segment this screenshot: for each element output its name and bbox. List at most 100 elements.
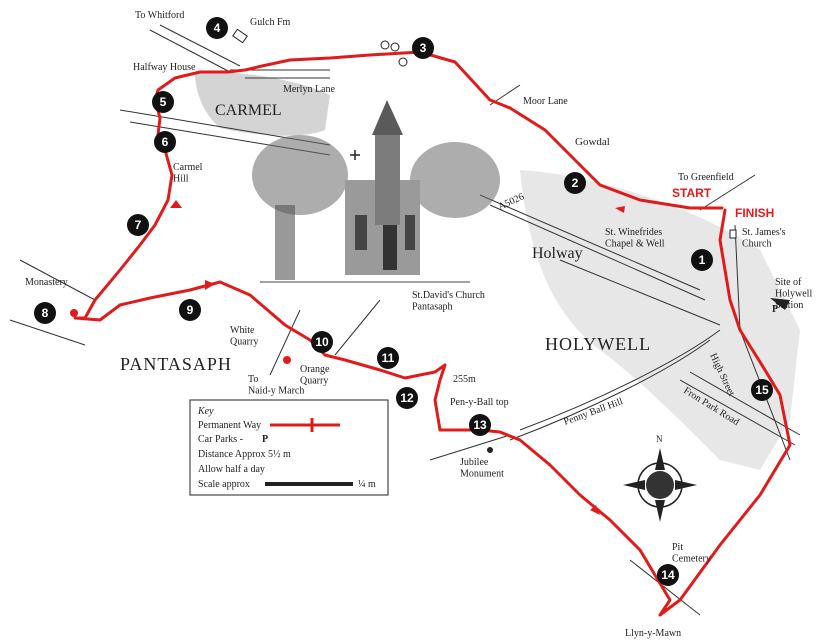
label-holway: Holway bbox=[532, 245, 583, 262]
svg-text:4: 4 bbox=[214, 21, 221, 35]
label-to-whitford: To Whitford bbox=[135, 10, 184, 21]
svg-text:15: 15 bbox=[755, 383, 769, 397]
key-scale: Scale approx bbox=[198, 479, 250, 490]
tree-icon-2 bbox=[390, 42, 400, 52]
car-park-p-station: P bbox=[772, 304, 778, 315]
waypoint-13: 13 bbox=[469, 414, 491, 436]
road-whitford-2 bbox=[159, 24, 241, 67]
label-255m: 255m bbox=[453, 374, 476, 385]
map-key: Key Permanent Way Car Parks - P Distance… bbox=[189, 399, 389, 496]
route-arrow-1 bbox=[170, 200, 182, 208]
farm-building-icon bbox=[232, 28, 248, 44]
route-arrow-2 bbox=[205, 280, 215, 290]
svg-text:8: 8 bbox=[42, 306, 49, 320]
road-a5026 bbox=[479, 194, 701, 291]
road-penny-ball-hill bbox=[519, 329, 721, 431]
key-car-parks: Car Parks - bbox=[198, 434, 243, 445]
svg-text:9: 9 bbox=[187, 303, 194, 317]
church-window-1 bbox=[355, 215, 367, 250]
waypoint-11: 11 bbox=[377, 347, 399, 369]
svg-text:14: 14 bbox=[661, 568, 675, 582]
waypoint-10: 10 bbox=[311, 331, 333, 353]
label-pen-y-ball-top: Pen-y-Ball top bbox=[450, 397, 509, 408]
label-to-greenfield: To Greenfield bbox=[678, 172, 734, 183]
label-pantasaph: PANTASAPH bbox=[120, 354, 232, 374]
key-title: Key bbox=[197, 406, 214, 417]
road-fron-park bbox=[679, 379, 796, 446]
waypoint-8: 8 bbox=[34, 302, 56, 324]
label-halfway-house: Halfway House bbox=[133, 62, 196, 73]
car-park-marker-naid bbox=[283, 356, 291, 364]
svg-text:3: 3 bbox=[420, 41, 427, 55]
label-penny-ball-hill: Penny Ball Hill bbox=[562, 396, 624, 428]
waypoint-6: 6 bbox=[154, 131, 176, 153]
waypoint-4: 4 bbox=[206, 17, 228, 39]
label-carmel: CARMEL bbox=[215, 102, 282, 119]
key-permanent-way: Permanent Way bbox=[198, 420, 261, 431]
waypoint-9: 9 bbox=[179, 299, 201, 321]
waypoint-5: 5 bbox=[152, 91, 174, 113]
tree-right bbox=[410, 142, 500, 218]
waypoint-14: 14 bbox=[657, 564, 679, 586]
svg-text:7: 7 bbox=[135, 218, 142, 232]
svg-text:10: 10 bbox=[315, 335, 329, 349]
place-labels: To Whitford Gulch Fm Halfway House Merly… bbox=[25, 10, 812, 639]
label-holywell: HOLYWELL bbox=[545, 334, 651, 354]
church-spire bbox=[372, 100, 403, 135]
svg-text:11: 11 bbox=[382, 351, 395, 365]
monument-icon bbox=[487, 447, 493, 453]
road-naid bbox=[269, 309, 301, 376]
church-tower bbox=[375, 135, 400, 225]
statue bbox=[275, 205, 295, 280]
tree-left bbox=[252, 135, 348, 215]
waypoint-7: 7 bbox=[127, 214, 149, 236]
road-greenfield bbox=[699, 174, 756, 211]
svg-text:6: 6 bbox=[162, 135, 169, 149]
church-icon bbox=[729, 229, 737, 239]
waypoint-2: 2 bbox=[564, 172, 586, 194]
label-llyn-y-mawn: Llyn-y-Mawn bbox=[625, 628, 681, 639]
road-naid-2 bbox=[334, 299, 381, 356]
key-allow: Allow half a day bbox=[198, 464, 265, 475]
waypoint-1: 1 bbox=[691, 249, 713, 271]
label-merlyn-lane: Merlyn Lane bbox=[283, 84, 335, 95]
road-llyn bbox=[629, 559, 701, 616]
label-a5026: A5026 bbox=[497, 191, 526, 212]
svg-text:13: 13 bbox=[473, 418, 487, 432]
svg-text:2: 2 bbox=[572, 176, 579, 190]
waypoint-3: 3 bbox=[412, 37, 434, 59]
label-moor-lane: Moor Lane bbox=[523, 96, 568, 107]
waypoint-15: 15 bbox=[751, 379, 773, 401]
road-monastery bbox=[19, 259, 96, 301]
label-monastery: Monastery bbox=[25, 277, 68, 288]
road-to-naid bbox=[429, 434, 511, 461]
car-park-marker-monastery bbox=[70, 309, 78, 317]
station-icon bbox=[770, 298, 790, 310]
svg-text:12: 12 bbox=[400, 391, 414, 405]
tree-icon-3 bbox=[398, 57, 408, 67]
label-gulch-fm: Gulch Fm bbox=[250, 17, 291, 28]
key-distance: Distance Approx 5½ m bbox=[198, 449, 291, 460]
key-car-park-symbol: P bbox=[262, 434, 268, 445]
church-window-2 bbox=[405, 215, 415, 250]
road-a5026-2 bbox=[489, 204, 706, 301]
road-monastery-2 bbox=[9, 319, 86, 346]
road-penny-ball-hill-2 bbox=[509, 339, 711, 441]
waypoint-12: 12 bbox=[396, 387, 418, 409]
key-scale-value: ¼ m bbox=[358, 479, 376, 490]
route-arrow-4 bbox=[590, 505, 600, 515]
carmel-area bbox=[195, 71, 330, 136]
road-holway bbox=[559, 259, 721, 326]
permanent-way-route bbox=[73, 50, 792, 617]
